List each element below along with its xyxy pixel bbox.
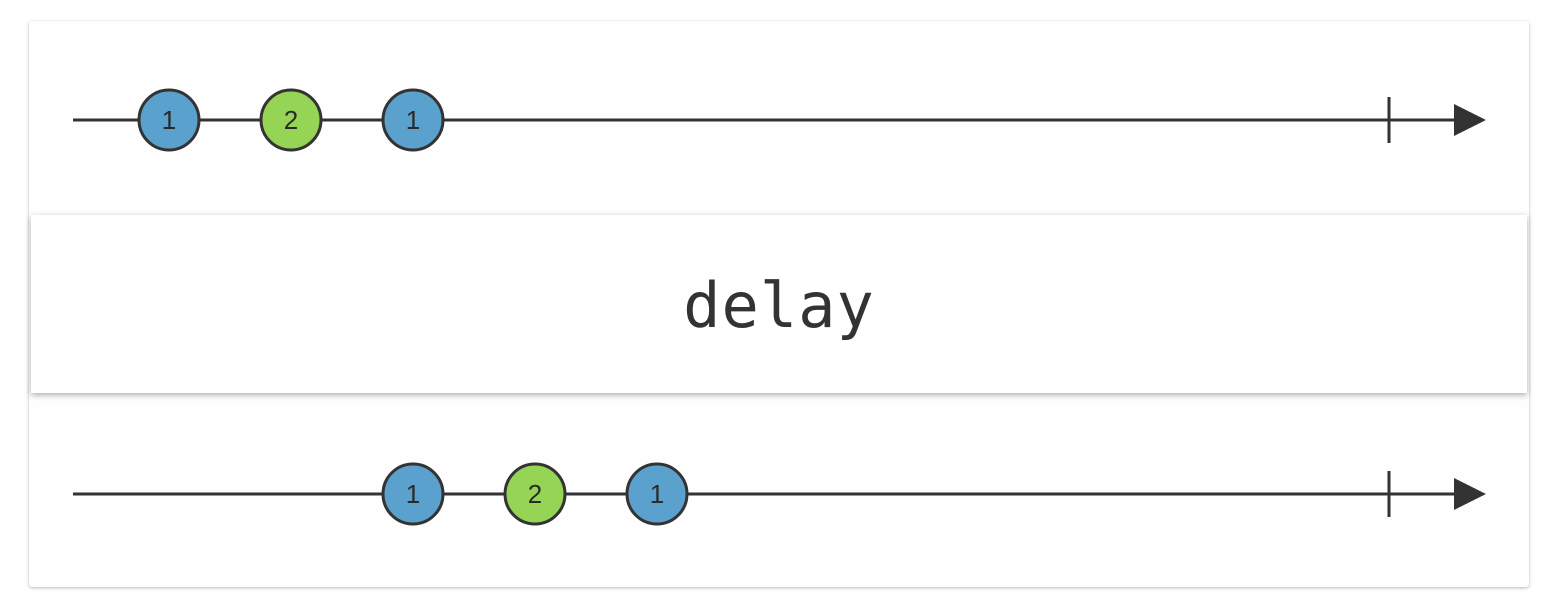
output-marble-circle: [381, 462, 445, 526]
output-timeline: 1 2 1: [73, 462, 1486, 526]
input-marble-label: 1: [162, 105, 176, 135]
input-marble-1: 1: [137, 88, 201, 152]
input-marble-3: 1: [381, 88, 445, 152]
output-marble-label: 1: [406, 479, 420, 509]
input-timeline: 1 2 1: [73, 88, 1486, 152]
output-marble-label: 2: [528, 479, 542, 509]
output-marble-1: 1: [381, 462, 445, 526]
output-marble-3: 1: [625, 462, 689, 526]
input-arrow-head: [1454, 104, 1486, 136]
input-marble-2: 2: [259, 88, 323, 152]
operator-box: delay: [31, 215, 1527, 393]
operator-label: delay: [683, 268, 875, 342]
output-marble-circle: [503, 462, 567, 526]
input-marble-circle: [381, 88, 445, 152]
output-marble-circle: [625, 462, 689, 526]
output-arrow-head: [1454, 478, 1486, 510]
output-marble-label: 1: [650, 479, 664, 509]
output-marble-2: 2: [503, 462, 567, 526]
input-marble-circle: [137, 88, 201, 152]
input-marble-label: 1: [406, 105, 420, 135]
input-marble-label: 2: [284, 105, 298, 135]
input-marble-circle: [259, 88, 323, 152]
